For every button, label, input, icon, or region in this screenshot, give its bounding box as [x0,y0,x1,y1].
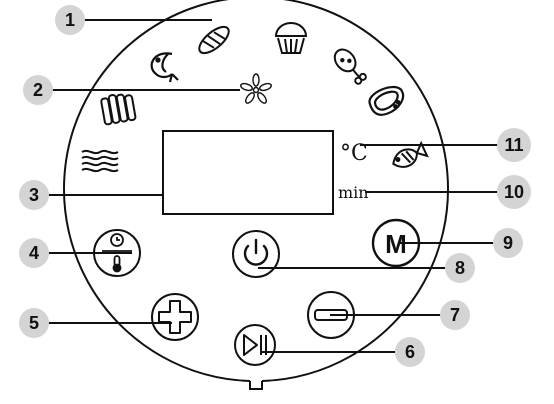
shrimp-icon [150,52,179,83]
bacon-icon [81,149,119,173]
steak-icon [368,85,405,116]
baguette-icon [198,25,230,55]
callout-7: 7 [440,300,470,330]
callout-1: 1 [55,5,85,35]
svg-text:1: 1 [65,10,75,30]
callout-10: 10 [497,175,531,209]
clock-thermometer-icon [102,233,132,273]
fries-icon [100,93,137,126]
menu-button-label: M [385,229,407,259]
callout-8: 8 [445,253,475,283]
callout-4: 4 [19,238,49,268]
muffin-icon [274,22,308,54]
svg-text:8: 8 [455,258,465,278]
callout-2: 2 [23,75,53,105]
svg-text:7: 7 [450,305,460,325]
panel-notch [249,381,263,390]
callout-6: 6 [395,337,425,367]
power-icon [243,238,269,266]
increase-button[interactable] [151,293,199,341]
start-pause-button[interactable] [234,324,276,366]
power-button[interactable] [232,230,280,278]
svg-text:9: 9 [503,233,513,253]
fan-icon [240,73,272,104]
minutes-indicator: min [338,183,369,202]
display-screen [162,130,334,215]
svg-text:2: 2 [33,80,43,100]
plus-icon [158,300,192,334]
svg-text:3: 3 [29,185,39,205]
drumstick-icon [333,48,367,85]
panel-outline [63,0,449,382]
svg-text:4: 4 [29,243,39,263]
callout-5: 5 [19,308,49,338]
callout-9: 9 [493,228,523,258]
fish-icon [392,140,429,168]
svg-text:11: 11 [504,135,523,155]
callout-11: 11 [497,128,531,162]
callout-3: 3 [19,180,49,210]
svg-text:6: 6 [405,342,415,362]
leader-lines [34,19,514,353]
svg-text:5: 5 [29,313,39,333]
svg-text:10: 10 [504,182,524,202]
